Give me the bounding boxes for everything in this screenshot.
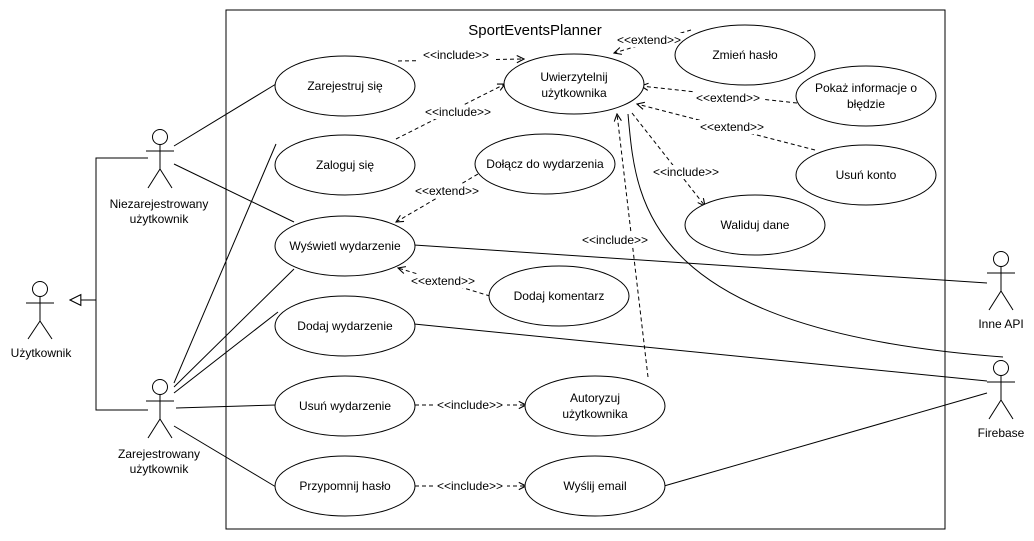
dep-autoryzuj-uwierzytelnij	[617, 114, 649, 378]
generalization-niezarejestrowany	[70, 157, 148, 300]
use-case-uwierzytelnij[interactable]	[503, 53, 645, 115]
use-case-zarejestruj[interactable]	[274, 55, 416, 117]
generalization-edges	[70, 157, 148, 411]
use-case-zmien-haslo[interactable]	[674, 24, 816, 86]
use-case-usun-wydarzenie[interactable]	[274, 375, 416, 437]
actor-firebase-icon[interactable]	[987, 360, 1015, 420]
actor-label-niezarejestrowany-2: użytkownik	[130, 212, 190, 226]
assoc-dodaj-wydarzenie-firebase	[413, 323, 988, 382]
use-case-pokaz-info[interactable]	[795, 65, 937, 127]
label-include-usun-wydarzenie: <<include>>	[437, 398, 503, 412]
label-extend-dolacz: <<extend>>	[415, 184, 479, 198]
assoc-zarej-przypomnij	[173, 425, 277, 488]
actor-label-inne-api: Inne API	[978, 317, 1023, 331]
use-case-label-usun-konto: Usuń konto	[836, 168, 897, 182]
use-case-label-usun-wydarzenie: Usuń wydarzenie	[299, 399, 391, 413]
assoc-wyslij-firebase	[663, 392, 988, 487]
assoc-wyswietl-inne-api	[413, 244, 988, 284]
use-case-label-zarejestruj: Zarejestruj się	[307, 79, 383, 93]
use-case-shapes	[274, 24, 937, 517]
use-case-label-autoryzuj-1: Autoryzuj	[570, 391, 620, 405]
assoc-zarej-zaloguj	[173, 143, 277, 384]
actor-inne-api-icon[interactable]	[987, 251, 1015, 311]
system-boundary	[225, 9, 946, 530]
use-case-zaloguj[interactable]	[274, 134, 416, 196]
association-edges	[173, 83, 1004, 488]
actor-label-zarejestrowany-1: Zarejestrowany	[118, 447, 200, 461]
use-case-label-autoryzuj-2: użytkownika	[562, 407, 628, 421]
use-case-dolacz[interactable]	[474, 133, 616, 195]
use-case-label-uwierzytelnij-2: użytkownika	[541, 86, 607, 100]
system-title: SportEventsPlanner	[468, 22, 601, 39]
use-case-label-dolacz: Dołącz do wydarzenia	[486, 157, 604, 171]
label-extend-usun-konto: <<extend>>	[700, 120, 764, 134]
assoc-uwierzytelnij-firebase	[627, 113, 1004, 358]
use-case-waliduj[interactable]	[684, 194, 826, 256]
actor-label-zarejestrowany-2: użytkownik	[130, 462, 190, 476]
assoc-zarej-usun-wydarzenie	[175, 404, 277, 409]
label-extend-pokaz-info: <<extend>>	[696, 91, 760, 105]
actor-zarejestrowany-icon[interactable]	[146, 379, 174, 439]
actor-label-niezarejestrowany-1: Niezarejestrowany	[110, 197, 209, 211]
dependency-labels: <<include>> <<include>> <<extend>> <<ext…	[408, 33, 767, 493]
use-case-label-zmien-haslo: Zmień hasło	[712, 48, 778, 62]
use-case-labels: Zarejestruj się Zaloguj się Wyświetl wyd…	[289, 48, 917, 493]
label-include-zaloguj: <<include>>	[425, 105, 491, 119]
use-case-przypomnij[interactable]	[274, 455, 416, 517]
use-case-label-pokaz-info-1: Pokaż informacje o	[815, 81, 917, 95]
actor-labels: Użytkownik Niezarejestrowany użytkownik …	[11, 197, 1025, 476]
use-case-label-przypomnij: Przypomnij hasło	[299, 479, 391, 493]
dep-zmien-haslo-uwierzytelnij	[614, 29, 692, 53]
assoc-niezarej-zarejestruj	[173, 83, 277, 147]
use-case-autoryzuj[interactable]	[524, 375, 666, 437]
use-case-label-dodaj-wydarzenie: Dodaj wydarzenie	[297, 319, 393, 333]
use-case-label-zaloguj: Zaloguj się	[316, 158, 374, 172]
use-case-label-wyslij: Wyślij email	[563, 479, 626, 493]
use-case-label-uwierzytelnij-1: Uwierzytelnij	[540, 70, 607, 84]
label-extend-zmien-haslo: <<extend>>	[617, 33, 681, 47]
actor-label-uzytkownik: Użytkownik	[11, 346, 73, 360]
use-case-dodaj-komentarz[interactable]	[488, 265, 630, 327]
use-case-usun-konto[interactable]	[795, 144, 937, 206]
assoc-zarej-dodaj-wydarzenie	[173, 311, 279, 394]
assoc-niezarej-wyswietl	[173, 163, 295, 223]
assoc-zarej-wyswietl	[173, 268, 295, 388]
use-case-label-pokaz-info-2: błędzie	[847, 97, 885, 111]
use-case-dodaj-wydarzenie[interactable]	[274, 295, 416, 357]
use-case-wyswietl[interactable]	[274, 215, 416, 277]
actor-figures	[26, 129, 1015, 439]
use-case-label-wyswietl: Wyświetl wydarzenie	[289, 239, 401, 253]
dep-uwierzytelnij-waliduj	[631, 112, 705, 206]
label-include-waliduj: <<include>>	[653, 165, 719, 179]
actor-uzytkownik-icon[interactable]	[26, 281, 54, 340]
label-include-zarejestruj: <<include>>	[423, 48, 489, 62]
actor-niezarejestrowany-icon[interactable]	[146, 129, 174, 189]
use-case-wyslij[interactable]	[524, 455, 666, 517]
use-case-label-waliduj: Waliduj dane	[721, 218, 790, 232]
label-extend-komentarz: <<extend>>	[411, 274, 475, 288]
dep-dodaj-komentarz-wyswietl	[398, 268, 491, 297]
label-include-przypomnij: <<include>>	[437, 479, 503, 493]
actor-label-firebase: Firebase	[978, 426, 1025, 440]
use-case-label-dodaj-komentarz: Dodaj komentarz	[514, 289, 605, 303]
dep-zaloguj-uwierzytelnij	[395, 84, 505, 140]
generalization-zarejestrowany	[95, 300, 148, 411]
label-include-autoryzuj: <<include>>	[582, 233, 648, 247]
